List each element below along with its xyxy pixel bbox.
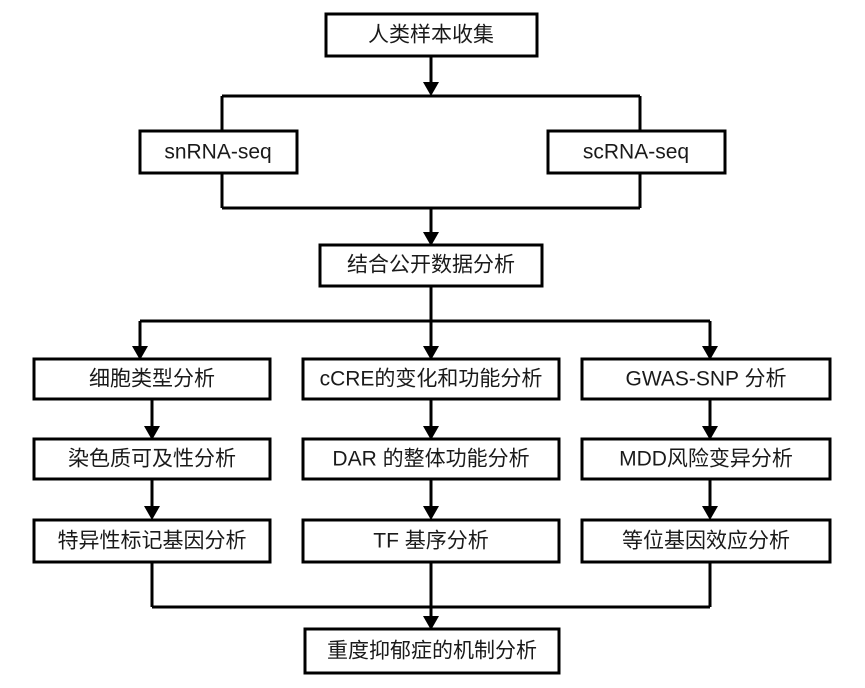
arrowhead-merge-to-mechanism — [423, 616, 439, 630]
arrowhead-ccre-to-dar — [423, 426, 439, 440]
node-dar[interactable]: DAR 的整体功能分析 — [301, 437, 561, 481]
arrowhead-dar-to-tf — [423, 506, 439, 520]
node-allelic-effect-label: 等位基因效应分析 — [622, 530, 790, 553]
arrowhead-chromatin-to-marker — [144, 506, 160, 520]
node-gwas-snp-label: GWAS-SNP 分析 — [625, 368, 786, 391]
node-snrna-seq-label: snRNA-seq — [164, 141, 271, 164]
node-mechanism[interactable]: 重度抑郁症的机制分析 — [303, 627, 561, 675]
node-mdd-risk-label: MDD风险变异分析 — [619, 448, 793, 471]
node-marker-gene[interactable]: 特异性标记基因分析 — [32, 518, 272, 564]
node-ccre-label: cCRE的变化和功能分析 — [320, 368, 543, 391]
node-ccre[interactable]: cCRE的变化和功能分析 — [301, 357, 561, 401]
node-sample-collection[interactable]: 人类样本收集 — [324, 12, 539, 58]
node-cell-type-label: 细胞类型分析 — [89, 368, 215, 391]
arrowhead-gwas-to-mddrisk — [702, 426, 718, 440]
node-chromatin-accessibility-label: 染色质可及性分析 — [68, 448, 236, 471]
arrowhead-threeway-right — [702, 346, 718, 360]
node-cell-type[interactable]: 细胞类型分析 — [32, 357, 272, 401]
arrowhead-mddrisk-to-allelic — [702, 506, 718, 520]
node-dar-label: DAR 的整体功能分析 — [332, 448, 529, 471]
node-mechanism-label: 重度抑郁症的机制分析 — [327, 640, 537, 663]
node-sample-collection-label: 人类样本收集 — [368, 24, 494, 47]
node-scrna-seq-label: scRNA-seq — [583, 141, 689, 164]
node-chromatin-accessibility[interactable]: 染色质可及性分析 — [32, 437, 272, 481]
node-snrna-seq[interactable]: snRNA-seq — [138, 129, 299, 175]
node-tf-motif-label: TF 基序分析 — [373, 530, 489, 553]
node-allelic-effect[interactable]: 等位基因效应分析 — [580, 518, 832, 564]
node-mdd-risk[interactable]: MDD风险变异分析 — [580, 437, 832, 481]
arrowhead-sample-to-split — [423, 82, 439, 96]
node-scrna-seq[interactable]: scRNA-seq — [546, 129, 727, 175]
arrowhead-threeway-center — [423, 346, 439, 360]
node-public-data-label: 结合公开数据分析 — [347, 254, 515, 277]
node-tf-motif[interactable]: TF 基序分析 — [301, 518, 561, 564]
node-marker-gene-label: 特异性标记基因分析 — [58, 530, 247, 553]
arrowhead-threeway-left — [132, 346, 148, 360]
arrowhead-merge-to-public — [423, 232, 439, 246]
node-gwas-snp[interactable]: GWAS-SNP 分析 — [580, 357, 832, 401]
arrowhead-celltype-to-chromatin — [144, 426, 160, 440]
node-public-data[interactable]: 结合公开数据分析 — [318, 243, 544, 288]
